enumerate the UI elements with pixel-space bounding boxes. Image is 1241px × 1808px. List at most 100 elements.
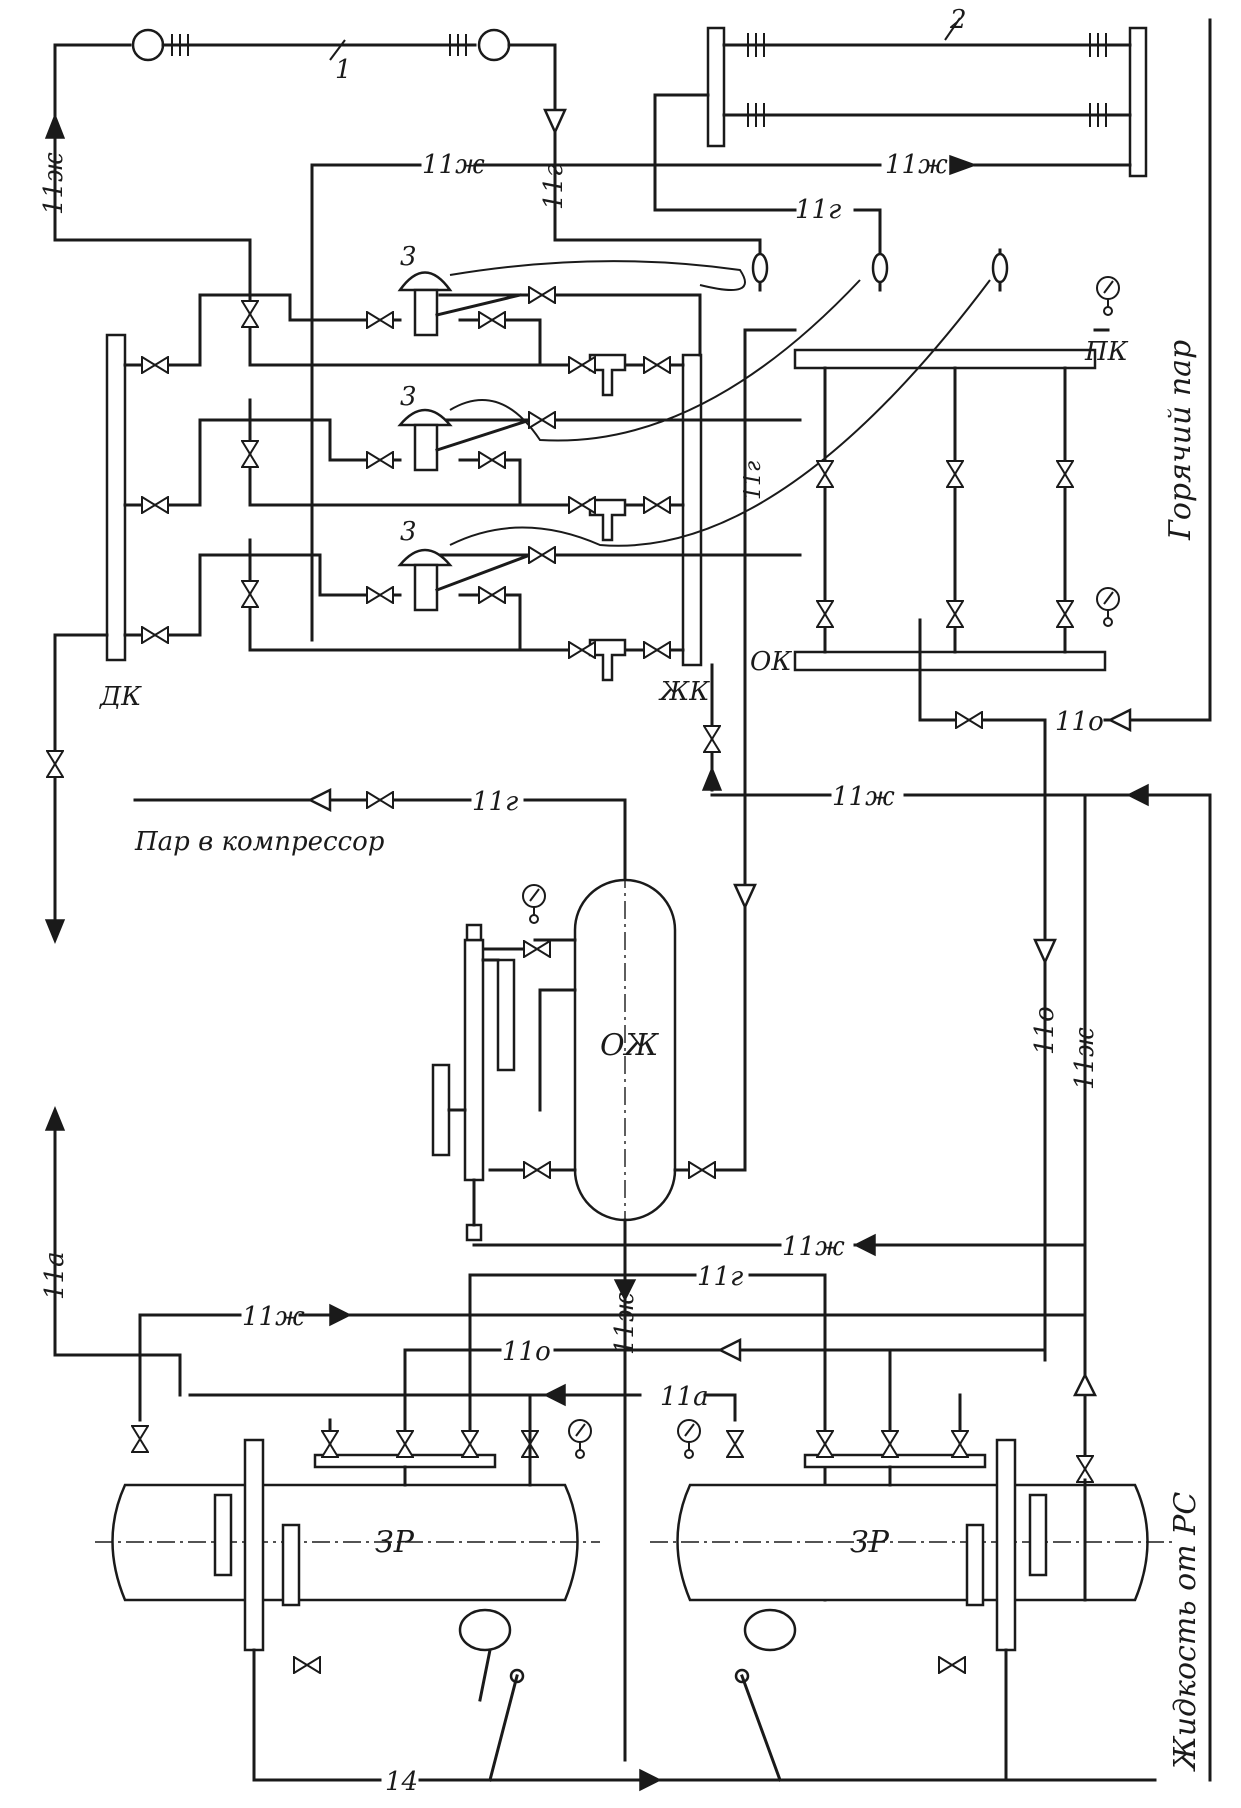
collector-pk xyxy=(793,348,1097,370)
arrow-left-11a xyxy=(543,1383,566,1407)
valve-reg-in-2[interactable] xyxy=(366,451,394,469)
valve-ozh-right[interactable] xyxy=(688,1161,716,1179)
collector-ok xyxy=(793,650,1107,672)
valve-dk-drain[interactable] xyxy=(46,750,64,778)
zr-left-level xyxy=(213,1438,301,1702)
tag-11o-right: 11о xyxy=(1030,1006,1060,1055)
valve-ctrl-3[interactable] xyxy=(241,580,259,608)
valve-pk-3[interactable] xyxy=(1056,460,1074,488)
tag-11o-low: 11о xyxy=(502,1337,551,1367)
arrow-right-14 xyxy=(639,1768,662,1792)
tag-11zh-right: 11ж xyxy=(1070,1027,1100,1090)
tag-11g-vapor: 11г xyxy=(472,787,518,817)
zr-right-gauge xyxy=(677,1419,701,1459)
valve-zhk-drop[interactable] xyxy=(703,725,721,753)
tag-11a-left: 11а xyxy=(40,1251,70,1300)
valve-zr-left-a[interactable] xyxy=(321,1430,339,1458)
valve-ctrl-2[interactable] xyxy=(241,440,259,468)
valve-zr-right-bottom[interactable] xyxy=(938,1656,966,1674)
valve-reg-out-3[interactable] xyxy=(478,586,506,604)
valve-ok-3[interactable] xyxy=(1056,600,1074,628)
tag-11g-top: 11г xyxy=(795,195,841,225)
valve-pk-1[interactable] xyxy=(816,460,834,488)
capillary-bottom xyxy=(449,279,991,547)
arrow-left-11zh-ozh xyxy=(853,1233,876,1257)
valve-ozh-top[interactable] xyxy=(523,940,551,958)
valve-zr-left-bottom[interactable] xyxy=(293,1656,321,1674)
zr-right-pot xyxy=(743,1608,797,1652)
pk-gauge xyxy=(1096,276,1120,316)
collector-zhk xyxy=(681,353,703,667)
valve-ok-1[interactable] xyxy=(816,600,834,628)
arrow-down-11o xyxy=(1033,938,1057,966)
tag-11zh-center: 11ж xyxy=(610,1292,640,1355)
condenser-1 xyxy=(53,28,557,62)
valve-t-3[interactable] xyxy=(568,641,596,659)
valve-line-2[interactable] xyxy=(528,411,556,429)
zr-right-level xyxy=(965,1438,1048,1702)
valve-reg-out-1[interactable] xyxy=(478,311,506,329)
arrow-right-11zh-top xyxy=(949,154,978,176)
capillary-mid xyxy=(449,279,861,442)
valve-t-1[interactable] xyxy=(568,356,596,374)
condenser-2 xyxy=(706,17,1148,178)
valve-ozh-left[interactable] xyxy=(523,1161,551,1179)
valve-pk-2[interactable] xyxy=(946,460,964,488)
valve-line-3[interactable] xyxy=(528,546,556,564)
valve-zr-right-c[interactable] xyxy=(881,1430,899,1458)
valve-vapor[interactable] xyxy=(366,791,394,809)
regulator-3-mid xyxy=(397,408,532,472)
valve-ctrl-1[interactable] xyxy=(241,300,259,328)
valve-zr-right-e[interactable] xyxy=(1076,1455,1094,1483)
label-regulator-3-top: 3 xyxy=(400,242,417,272)
zr-left-pot xyxy=(458,1608,512,1652)
valve-dk-1[interactable] xyxy=(141,356,169,374)
arrow-down-ozh xyxy=(733,883,757,911)
bulb-3 xyxy=(991,252,1009,284)
valve-dk-2[interactable] xyxy=(141,496,169,514)
valve-reg-in-1[interactable] xyxy=(366,311,394,329)
tag-11g-vertical: 11г xyxy=(539,164,569,210)
label-hot-vapor: Горячий пар xyxy=(1163,340,1198,541)
valve-zr-left-e[interactable] xyxy=(131,1425,149,1453)
arrow-up-right-zr xyxy=(1072,1372,1098,1397)
valve-reg-in-3[interactable] xyxy=(366,586,394,604)
valve-zhk-1[interactable] xyxy=(643,356,671,374)
zr-left-gauge xyxy=(568,1419,592,1459)
tag-11a-mid: 11а xyxy=(660,1382,709,1412)
valve-zhk-2[interactable] xyxy=(643,496,671,514)
tag-11zh-top-right: 11ж xyxy=(885,150,948,180)
valve-zr-right-a[interactable] xyxy=(726,1430,744,1458)
regulator-3-top xyxy=(397,271,522,337)
label-dk: ДК xyxy=(99,682,142,712)
valve-zr-right-b[interactable] xyxy=(816,1430,834,1458)
ozh-gauge xyxy=(522,884,546,924)
valve-zr-left-c[interactable] xyxy=(461,1430,479,1458)
arrow-down-dk-drain xyxy=(44,919,66,944)
label-condenser-1: 1 xyxy=(335,55,352,85)
ozh-level-gauge xyxy=(431,923,516,1242)
valve-11o-top[interactable] xyxy=(955,711,983,729)
valve-dk-3[interactable] xyxy=(141,626,169,644)
arrow-left-vapor xyxy=(307,787,332,813)
label-condenser-2: 2 xyxy=(949,5,967,35)
arrow-right-11zh-low xyxy=(329,1303,352,1327)
valve-zr-right-d[interactable] xyxy=(951,1430,969,1458)
bulb-2 xyxy=(871,252,889,284)
arrow-left-11o-top xyxy=(1107,707,1132,733)
valve-ok-2[interactable] xyxy=(946,600,964,628)
valve-reg-out-2[interactable] xyxy=(478,451,506,469)
valve-zhk-3[interactable] xyxy=(643,641,671,659)
label-ok: ОК xyxy=(750,647,792,677)
valve-line-1[interactable] xyxy=(528,286,556,304)
valve-zr-left-b[interactable] xyxy=(396,1430,414,1458)
bulb-1 xyxy=(751,252,769,284)
arrow-up-11a xyxy=(44,1106,66,1131)
valve-t-2[interactable] xyxy=(568,496,596,514)
label-vapor-to-compressor: Пар в компрессор xyxy=(134,827,385,857)
label-zr-right: ЗР xyxy=(850,1525,890,1560)
label-liquid-from-rs: Жидкость от РС xyxy=(1168,1492,1203,1772)
arrow-left-11o-low xyxy=(717,1337,742,1363)
label-zhk: ЖК xyxy=(658,677,710,707)
arrow-down-11g xyxy=(543,108,567,136)
